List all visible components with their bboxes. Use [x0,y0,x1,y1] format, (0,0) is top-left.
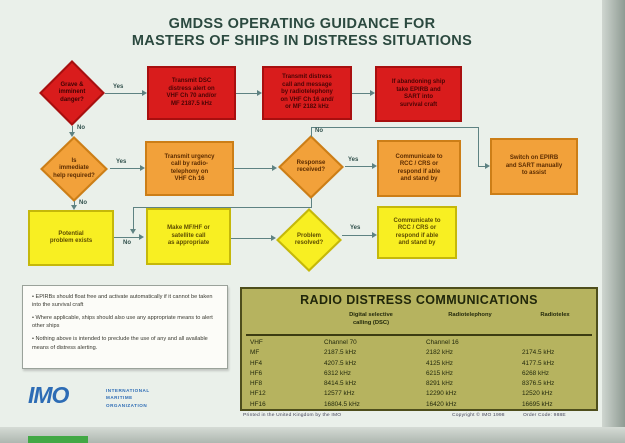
header-dsc: Digital selective calling (DSC) [349,312,393,326]
label-yes: Yes [113,84,124,90]
step-communicate-rcc: Communicate to RCC / CRS or respond if a… [377,140,461,197]
connector-response-no-down [478,127,479,166]
step-urgency-call: Transmit urgency call by radio- telephon… [145,141,234,196]
connector-potential-to-mfhf [114,237,140,238]
decision-response-received: Response received? [278,135,344,199]
arrowhead [372,232,377,238]
page-edge-tab [28,436,88,443]
radio-distress-table: RADIO DISTRESS COMMUNICATIONS Digital se… [240,287,598,411]
label-yes: Yes [116,159,127,165]
step-abandon-ship-epirb: If abandoning ship take EPIRB and SART i… [375,66,462,122]
copyright-note: Copyright © IMO 1998 [452,413,505,418]
arrowhead [140,165,145,171]
step-rt-distress-call: Transmit distress call and message by ra… [262,66,352,120]
step-communicate-stand-by: Communicate to RCC / CRS or respond if a… [377,206,457,259]
label-no: No [123,240,131,246]
header-radiotelex: Radiotelex [540,312,570,318]
imo-org-line1: INTERNATIONAL [106,388,150,393]
arrowhead [271,235,276,241]
imo-org-name: INTERNATIONAL MARITIME ORGANIZATION [106,387,150,409]
poster-title-line1: GMDSS OPERATING GUIDANCE FOR [168,16,436,32]
connector-resolved-yes [342,235,373,236]
table-header-row: Digital selective calling (DSC) Radiotel… [250,312,592,327]
connector-response-no-up [311,127,312,137]
connector-rt-to-abandon [352,93,371,94]
decision-problem-resolved: Problem resolved? [276,208,342,272]
step-dsc-distress-alert: Transmit DSC distress alert on VHF Ch 70… [147,66,236,120]
decision-immediate-help-text: Is immediate help required? [43,139,105,199]
arrowhead [130,229,136,234]
arrowhead [71,205,77,210]
arrowhead [485,163,490,169]
order-code: Order Code: 988E [523,413,566,418]
label-no: No [79,200,87,206]
decision-response-received-text: Response received? [281,138,341,196]
arrowhead [257,90,262,96]
header-band [250,312,320,327]
arrowhead [370,90,375,96]
connector-urgency-to-response [234,168,273,169]
label-no: No [315,128,323,134]
right-edge-shadow [602,0,625,443]
step-mfhf-satellite-call: Make MF/HF or satellite call as appropri… [146,208,231,265]
connector-response-yes [345,166,373,167]
label-yes: Yes [350,225,361,231]
footnote-epirb: • EPIRBs should float free and activate … [32,294,213,309]
connector-immediate-no-down [74,201,75,208]
imo-logo: IMO [28,382,69,409]
arrowhead [142,90,147,96]
footnote-any-means: • Nothing above is intended to preclude … [32,336,208,351]
step-potential-problem: Potential problem exists [28,210,114,266]
header-radiotelephony: Radiotelephony [448,312,492,318]
decision-grave-danger-text: Grave & imminent danger? [42,63,102,123]
arrowhead [69,132,75,137]
connector-response-no-into-box [478,166,486,167]
bottom-edge-shadow [0,427,625,443]
arrowhead [272,165,277,171]
printed-note: Printed in the United Kingdom by the IMO [243,413,342,418]
decision-problem-resolved-text: Problem resolved? [279,211,339,269]
imo-org-line2: MARITIME [106,395,133,401]
imo-logo-text: IMO [28,382,69,408]
connector-mfhf-to-resolved [231,238,272,239]
connector-response-no2-left [133,207,311,208]
footnotes-box: • EPIRBs should float free and activate … [22,285,228,369]
decision-immediate-help: Is immediate help required? [40,136,108,202]
connector-response-no2-drop [133,207,134,231]
radio-distress-table-title: RADIO DISTRESS COMMUNICATIONS [300,293,538,307]
poster-title-line2: MASTERS OF SHIPS IN DISTRESS SITUATIONS [131,33,473,49]
imo-org-line3: ORGANIZATION [106,402,148,408]
step-switch-on-epirb-sart: Switch on EPIRB and SART manually to ass… [490,138,578,195]
connector-danger-to-dsc [105,93,143,94]
connector-immediate-to-urgency [110,168,141,169]
connector-dsc-to-rt [236,93,258,94]
arrowhead [139,234,144,240]
header-rule [246,334,592,336]
connector-response-no-across [311,127,478,128]
decision-grave-danger: Grave & imminent danger? [39,60,105,126]
arrowhead [372,163,377,169]
label-no: No [77,125,85,131]
connector-response-no2-down [311,198,312,208]
footnote-alert-other-ships: • Where applicable, ships should also us… [32,315,213,330]
label-yes: Yes [348,157,359,163]
connector-danger-no-down [72,126,73,134]
